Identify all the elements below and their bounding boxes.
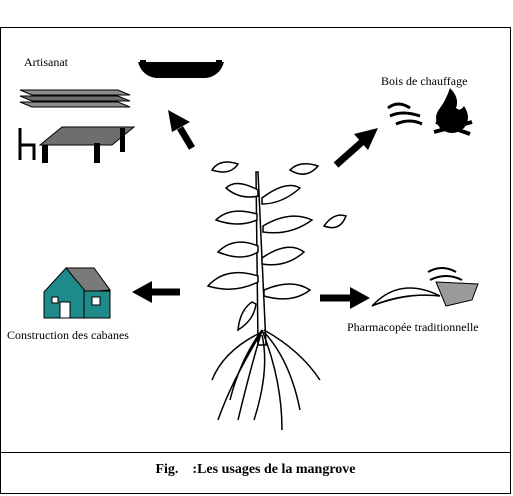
label-artisanat: Artisanat bbox=[24, 55, 68, 69]
canoe-icon bbox=[138, 60, 224, 78]
figure-caption: Fig. :Les usages de la mangrove bbox=[155, 462, 356, 477]
label-pharmacopee-traditionnelle: Pharmacopée traditionnelle bbox=[347, 320, 479, 334]
arrow-to-pharmacopee bbox=[320, 287, 370, 309]
arrow-to-construction bbox=[132, 281, 180, 303]
fire-icon bbox=[387, 88, 473, 136]
arrow-to-artisanat bbox=[168, 110, 196, 150]
caption-bar bbox=[0, 452, 511, 494]
medicinal-leaves-icon bbox=[371, 267, 479, 307]
label-construction-des-cabanes: Construction des cabanes bbox=[7, 328, 129, 342]
planks-icon bbox=[19, 89, 131, 108]
house-icon bbox=[43, 267, 111, 319]
figure-frame bbox=[0, 27, 511, 494]
arrow-to-bois bbox=[333, 128, 378, 168]
table-icon bbox=[18, 126, 136, 163]
mangrove-tree-icon bbox=[206, 161, 347, 431]
label-bois-de-chauffage: Bois de chauffage bbox=[381, 74, 468, 88]
